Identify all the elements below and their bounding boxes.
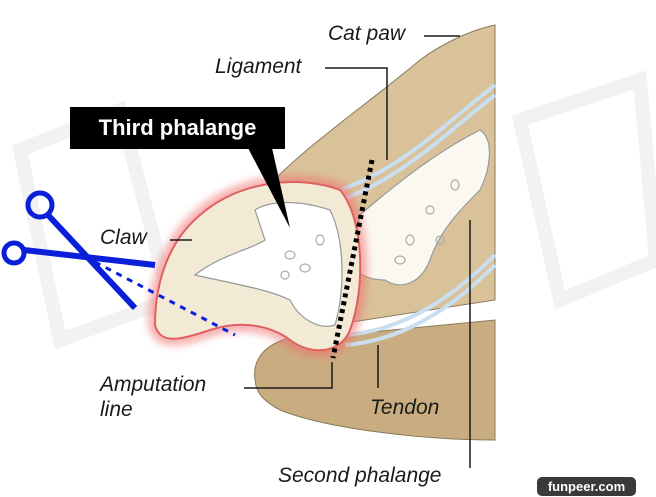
label-ligament: Ligament [215, 55, 302, 78]
label-tendon: Tendon [370, 396, 440, 419]
watermark-badge: funpeer.com [537, 477, 636, 496]
bone-pores [280, 179, 460, 280]
third-phalange-pointer [248, 148, 290, 228]
label-third-phalange: Third phalange [70, 107, 285, 149]
label-amputation: Amputation [100, 373, 207, 396]
label-claw: Claw [100, 226, 147, 249]
third-phalange-bone [193, 201, 343, 327]
second-phalange-bone [349, 129, 491, 286]
scissors-icon [1, 190, 236, 337]
leader-lines [170, 35, 471, 468]
label-amputation-line: line [100, 398, 133, 421]
label-second-phalange: Second phalange [278, 464, 442, 487]
label-cat-paw: Cat paw [328, 22, 406, 45]
amputation-line [330, 159, 375, 359]
